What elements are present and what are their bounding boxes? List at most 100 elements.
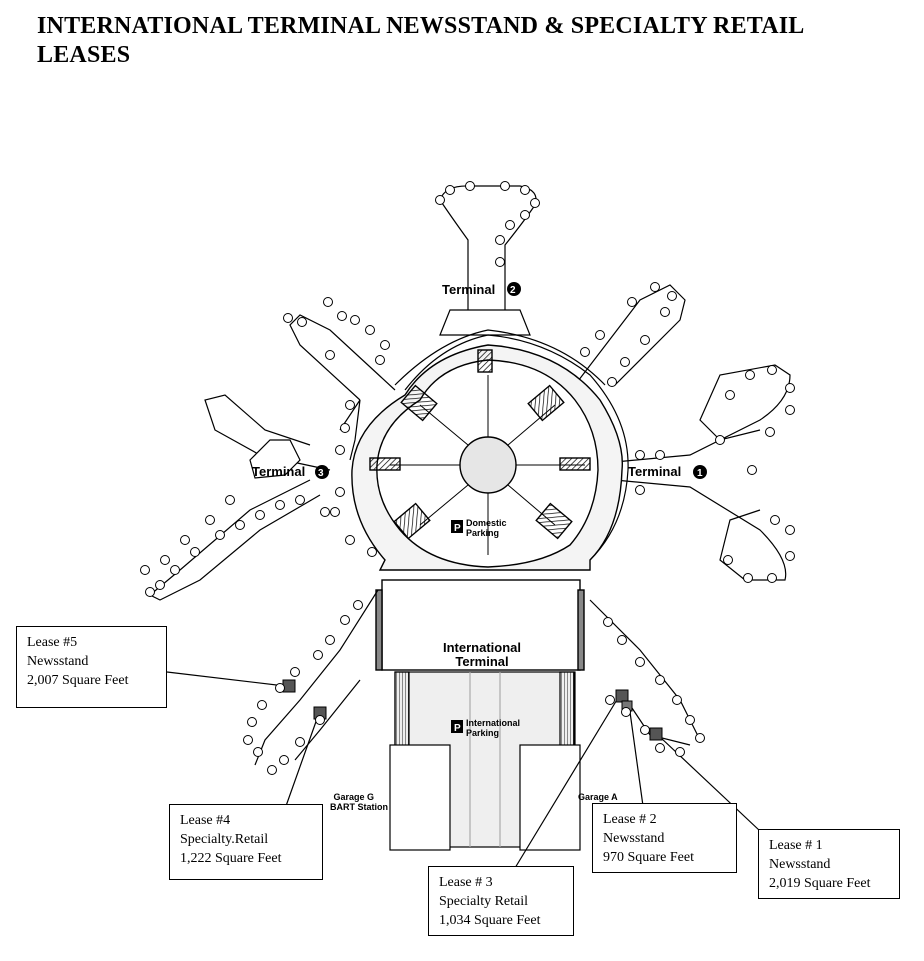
- gate-marker-t3_left-75: [367, 547, 377, 557]
- gate-marker-t3_left-79: [255, 510, 265, 520]
- lease-1-marker: [649, 727, 663, 741]
- gate-marker-t2-58: [445, 185, 455, 195]
- lease-1-name: Lease # 1: [769, 838, 823, 853]
- gate-marker-t3_left-78: [275, 500, 285, 510]
- domestic-parking-label-line2: Parking: [466, 528, 499, 538]
- international-terminal-label-line1: International: [443, 640, 521, 655]
- terminal-2-number-badge: [507, 282, 521, 296]
- gate-marker-intl_a-A5: [672, 695, 682, 705]
- gate-marker-t1_upper-41: [580, 347, 590, 357]
- gate-marker-t1_upper-40: [607, 377, 617, 387]
- garage-g-label: Garage G: [333, 792, 374, 802]
- gate-marker-intl_g-G2: [340, 615, 350, 625]
- gate-marker-intl_g-G11: [267, 765, 277, 775]
- gate-marker-intl_g-G1: [353, 600, 363, 610]
- gate-marker-t1_right-22: [743, 573, 753, 583]
- international-terminal-label-line2: Terminal: [455, 654, 508, 669]
- gate-marker-t1_right-33: [770, 515, 780, 525]
- gate-marker-t1_upper-47: [640, 335, 650, 345]
- gate-marker-t1_right-25: [715, 435, 725, 445]
- domestic-parking-icon: [451, 520, 463, 533]
- gate-marker-t1_right-36: [767, 573, 777, 583]
- gate-marker-t2-50: [495, 257, 505, 267]
- gate-marker-t1_upper-48: [620, 357, 630, 367]
- gate-marker-t1_right-34: [785, 525, 795, 535]
- gate-marker-t3_left-89: [205, 515, 215, 525]
- gate-marker-t2-57: [465, 181, 475, 191]
- gate-marker-t1_right-21: [635, 450, 645, 460]
- gate-marker-intl_a-A12: [605, 695, 615, 705]
- gate-marker-t2-55: [520, 185, 530, 195]
- international-parking-label-line1: International: [466, 718, 520, 728]
- gate-marker-t2-53: [520, 210, 530, 220]
- international-g-concourse: [254, 589, 379, 766]
- domestic-parking-symbol: P: [454, 523, 461, 534]
- gate-marker-t3_left-90: [225, 495, 235, 505]
- gate-marker-t1_upper-43: [627, 297, 637, 307]
- international-parking-icon: [451, 720, 463, 733]
- gate-marker-intl_g-G7: [257, 700, 267, 710]
- gate-marker-t3_upper-69: [345, 400, 355, 410]
- terminal-2-label: Terminal: [442, 282, 495, 297]
- lease-2-area: 970 Square Feet: [603, 850, 694, 865]
- gate-marker-t3_upper-60: [283, 313, 293, 323]
- gate-marker-t3_left-85: [145, 587, 155, 597]
- gate-marker-t3_left-82: [190, 547, 200, 557]
- central-roadway: [351, 344, 624, 571]
- gate-marker-t3_left-83: [170, 565, 180, 575]
- lease-5-marker: [282, 679, 296, 693]
- gate-marker-t3_upper-67: [375, 355, 385, 365]
- terminal-1-number: 1: [697, 468, 703, 479]
- gate-marker-t3_upper-63: [337, 311, 347, 321]
- terminal-2-concourse: [439, 185, 537, 336]
- gate-marker-t1_upper-44: [650, 282, 660, 292]
- terminal-3-left-concourse: [148, 394, 331, 601]
- gate-marker-t3_upper-71: [335, 445, 345, 455]
- gate-marker-t3_left-84: [155, 580, 165, 590]
- gate-marker-intl_g-G3: [325, 635, 335, 645]
- gate-marker-intl_a-A6: [685, 715, 695, 725]
- lease-2-box: Lease # 2 Newsstand 970 Square Feet: [592, 803, 737, 873]
- gate-marker-t2-52: [505, 220, 515, 230]
- gate-marker-t1_upper-45: [667, 291, 677, 301]
- gate-marker-intl_a-A2: [617, 635, 627, 645]
- gate-marker-t3_left-87: [160, 555, 170, 565]
- terminal-1-upper-concourse: [574, 284, 686, 386]
- gate-marker-t1_right-24: [723, 555, 733, 565]
- lease-4-area: 1,222 Square Feet: [180, 851, 282, 866]
- lease-5-area: 2,007 Square Feet: [27, 673, 129, 688]
- gate-marker-intl_a-A10: [640, 725, 650, 735]
- international-terminal-building: [375, 579, 585, 671]
- gate-marker-t1_right-29: [785, 383, 795, 393]
- terminal-1-number-badge: [693, 465, 707, 479]
- gate-marker-t3_left-77: [295, 495, 305, 505]
- gate-marker-t3_upper-64: [350, 315, 360, 325]
- gate-marker-intl_g-G9: [243, 735, 253, 745]
- gate-marker-t3_left-73: [330, 507, 340, 517]
- gate-marker-t3_left-76: [320, 507, 330, 517]
- lease-3-type: Specialty Retail: [439, 894, 529, 909]
- gate-marker-t3_left-74: [345, 535, 355, 545]
- lease-3-area: 1,034 Square Feet: [439, 913, 541, 928]
- terminal-3-upper-concourse: [289, 314, 396, 461]
- gate-marker-t3_upper-66: [380, 340, 390, 350]
- international-parking-label-line2: Parking: [466, 728, 499, 738]
- gate-marker-intl_g-G4: [313, 650, 323, 660]
- lease-5-name: Lease #5: [27, 635, 78, 650]
- lease-3-marker: [615, 689, 629, 703]
- terminal-3-label: Terminal: [252, 464, 305, 479]
- domestic-parking-label-line1: Domestic: [466, 518, 507, 528]
- gate-marker-intl_g-G14: [315, 715, 325, 725]
- page-title: INTERNATIONAL TERMINAL NEWSSTAND & SPECI…: [37, 13, 804, 68]
- gate-marker-intl_a-A11: [621, 707, 631, 717]
- gate-marker-intl_a-A4: [655, 675, 665, 685]
- gate-marker-t1_right-35: [785, 551, 795, 561]
- international-parking: [389, 671, 581, 851]
- international-parking-symbol: P: [454, 723, 461, 734]
- gate-marker-t2-51: [495, 235, 505, 245]
- terminal-2-number: 2: [510, 285, 516, 296]
- gate-marker-t3_left-86: [140, 565, 150, 575]
- garage-a-label: Garage A: [578, 792, 618, 802]
- lease-3-box: Lease # 3 Specialty Retail 1,034 Square …: [428, 866, 574, 936]
